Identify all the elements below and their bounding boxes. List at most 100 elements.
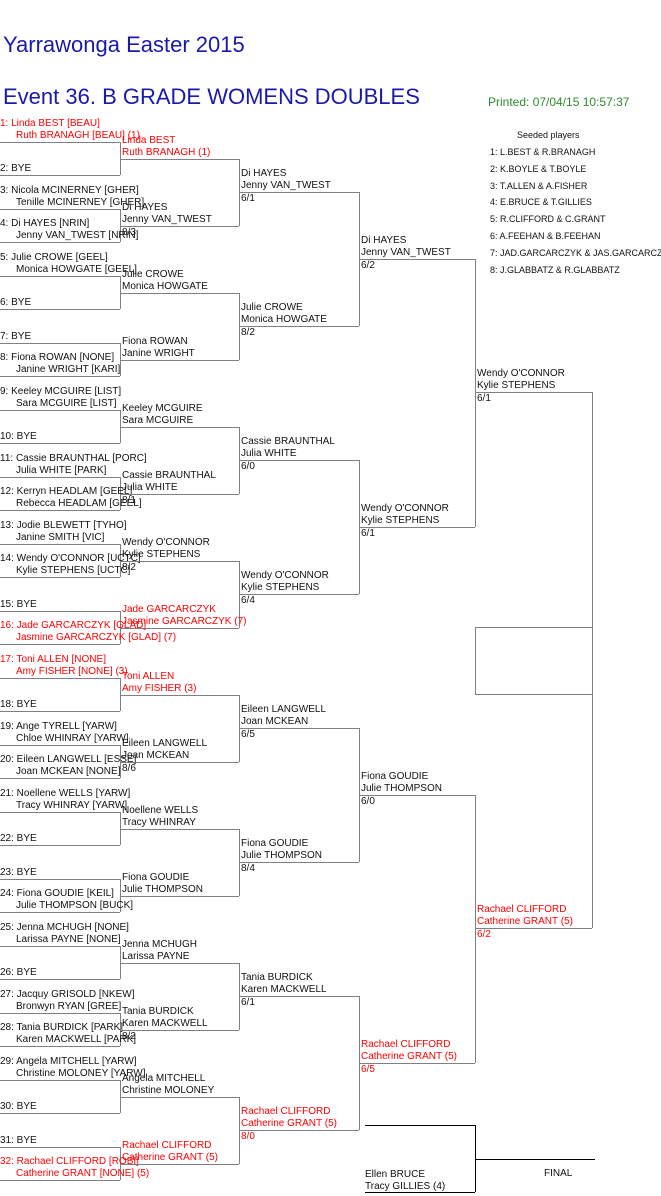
winner-player-2: Julia WHITE (122, 482, 178, 493)
final-player-2: Tracy GILLIES (4) (365, 1181, 446, 1192)
bracket-line (0, 879, 120, 880)
match-score: 8/3 (122, 227, 136, 238)
entry-player-1: 27: Jacquy GRISOLD [NKEW] (0, 989, 135, 1000)
entry-bye: 18: BYE (0, 699, 37, 710)
winner-player-1: Noellene WELLS (122, 805, 199, 816)
printed-timestamp: Printed: 07/04/15 10:57:37 (488, 95, 630, 109)
winner-player-1: Julie CROWE (241, 302, 303, 313)
entry-player-1: 32: Rachael CLIFFORD [ROBI] (0, 1156, 139, 1167)
seeded-players-header: Seeded players (517, 130, 580, 140)
bracket-line (120, 209, 121, 242)
bracket-line (120, 829, 239, 830)
winner-player-1: Jenna MCHUGH (122, 939, 198, 950)
bracket-line (120, 226, 239, 227)
winner-player-2: Joan MCKEAN (122, 750, 190, 761)
seeded-player: 2: K.BOYLE & T.BOYLE (490, 163, 587, 174)
bracket-line (359, 259, 475, 260)
entry-bye: 22: BYE (0, 833, 37, 844)
winner-player-1: Rachael CLIFFORD (477, 904, 567, 915)
bracket-line (120, 1013, 121, 1046)
entry-player-2: Rebecca HEADLAM [GEEL] (16, 498, 142, 509)
entry-player-1: 29: Angela MITCHELL [YARW] (0, 1056, 137, 1067)
match-score: 6/1 (361, 528, 375, 539)
winner-player-2: Janine WRIGHT (122, 348, 195, 359)
bracket-line (120, 1097, 239, 1098)
winner-player-1: Di HAYES (361, 235, 407, 246)
entry-player-1: 14: Wendy O'CONNOR [UCTC] (0, 553, 141, 564)
winner-player-1: Fiona GOUDIE (361, 771, 429, 782)
seeded-player: 6: A.FEEHAN & B.FEEHAN (490, 231, 601, 241)
match-score: 6/0 (241, 461, 255, 472)
seeded-player: 5: R.CLIFFORD & C.GRANT (490, 214, 606, 225)
entry-player-2: Tenille MCINERNEY [GHER] (16, 197, 145, 208)
bracket-line (0, 644, 120, 645)
match-score: 8/1 (122, 495, 136, 506)
bracket-line (475, 795, 476, 1063)
bracket-line (0, 376, 120, 377)
bracket-line (0, 577, 120, 578)
bracket-line (359, 527, 475, 528)
bracket-line (120, 611, 121, 644)
entry-player-2: Ruth BRANAGH [BEAU] (1) (16, 130, 140, 141)
entry-bye: 2: BYE (0, 163, 32, 174)
bracket-line (120, 343, 121, 376)
bracket-line (0, 611, 120, 612)
bracket-line (475, 928, 592, 929)
winner-player-1: Rachael CLIFFORD (361, 1039, 451, 1050)
event-title: Event 36. B GRADE WOMENS DOUBLES (3, 84, 420, 109)
entry-player-1: 19: Ange TYRELL [YARW] (0, 721, 117, 732)
bracket-line (0, 1013, 120, 1014)
winner-player-1: Eileen LANGWELL (122, 738, 208, 749)
bracket-line (0, 812, 120, 813)
winner-player-1: Fiona GOUDIE (122, 872, 190, 883)
winner-player-1: Angela MITCHELL (122, 1073, 206, 1084)
entry-player-2: Julia WHITE [PARK] (16, 465, 107, 476)
winner-player-1: Eileen LANGWELL (241, 704, 327, 715)
winner-player-1: Toni ALLEN (122, 671, 175, 682)
entry-player-1: 1: Linda BEST [BEAU] (0, 118, 100, 129)
bracket-line (359, 795, 475, 796)
bracket-line (239, 192, 359, 193)
entry-bye: 31: BYE (0, 1135, 37, 1146)
bracket-line (120, 762, 239, 763)
bracket-line (0, 309, 120, 310)
bracket-line (475, 694, 592, 695)
entry-player-2: Joan MCKEAN [NONE] (16, 766, 121, 777)
entry-player-1: 11: Cassie BRAUNTHAL [PORC] (0, 453, 147, 464)
winner-player-1: Julie CROWE (122, 269, 184, 280)
bracket-line (120, 293, 239, 294)
winner-player-2: Jenny VAN_TWEST (361, 247, 451, 258)
winner-player-1: Wendy O'CONNOR (361, 503, 449, 514)
entry-player-2: Chloe WHINRAY [YARW] (16, 733, 129, 744)
entry-player-1: 17: Toni ALLEN [NONE] (0, 654, 106, 665)
bracket-line (239, 1130, 359, 1131)
bracket-line (120, 879, 121, 912)
bracket-line (475, 259, 476, 527)
entry-player-2: Tracy WHINRAY [YARW] (16, 800, 128, 811)
entry-player-1: 25: Jenna MCHUGH [NONE] (0, 922, 129, 933)
entry-player-2: Janine WRIGHT [KARI] (16, 364, 121, 375)
bracket-line (0, 544, 120, 545)
bracket-line (0, 242, 120, 243)
match-score: 8/4 (241, 863, 255, 874)
winner-player-1: Wendy O'CONNOR (122, 537, 210, 548)
entry-player-1: 3: Nicola MCINERNEY [GHER] (0, 185, 139, 196)
bracket-line (239, 460, 359, 461)
winner-player-1: Rachael CLIFFORD (122, 1140, 212, 1151)
winner-player-2: Catherine GRANT (5) (241, 1118, 337, 1129)
bracket-line (120, 427, 239, 428)
entry-player-2: Jenny VAN_TWEST [NRIN] (16, 230, 139, 241)
entry-player-2: Monica HOWGATE [GEEL] (16, 264, 137, 275)
bracket-line (120, 1030, 239, 1031)
bracket-line (0, 1113, 120, 1114)
winner-player-2: Karen MACKWELL (122, 1018, 208, 1029)
final-label: FINAL (544, 1168, 573, 1179)
winner-player-1: Fiona GOUDIE (241, 838, 309, 849)
bracket-line (239, 996, 359, 997)
bracket-line (0, 745, 120, 746)
entry-player-1: 24: Fiona GOUDIE [KEIL] (0, 888, 114, 899)
bracket-line (120, 142, 121, 175)
winner-player-1: Keeley MCGUIRE (122, 403, 203, 414)
bracket-line (592, 392, 593, 928)
bracket-line (0, 946, 120, 947)
